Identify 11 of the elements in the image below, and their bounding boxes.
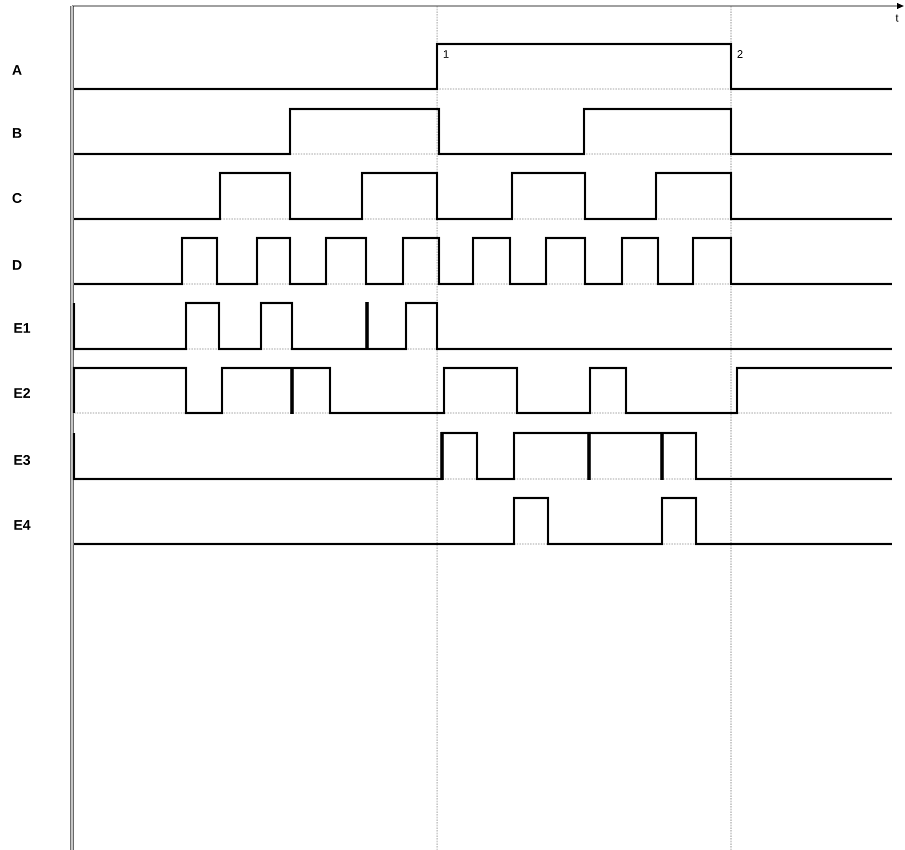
signal-name: A: [12, 65, 22, 75]
signal-name: E4: [14, 520, 30, 530]
signal-name: E3: [14, 455, 30, 465]
marker-number: 1: [444, 50, 449, 58]
signal-name: C: [12, 193, 22, 203]
axis-label: t: [896, 14, 898, 22]
signal-name: B: [12, 128, 22, 138]
signal-name: E2: [14, 388, 30, 398]
signal-name: D: [12, 260, 22, 270]
signal-name: E1: [14, 323, 30, 333]
marker-number: 2: [738, 50, 743, 58]
